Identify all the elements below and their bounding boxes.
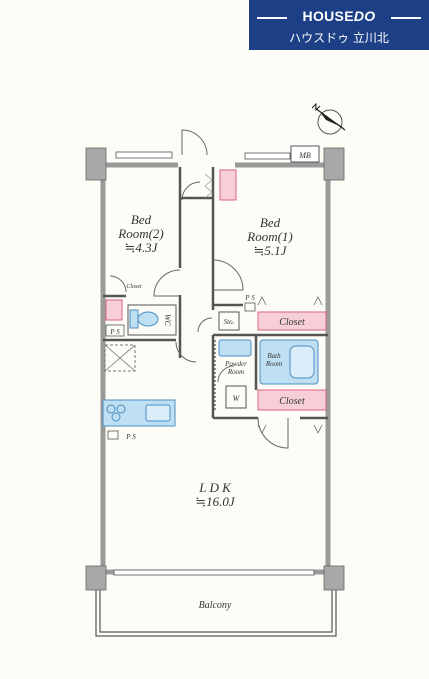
closet1-label: Closet (279, 317, 305, 328)
fridge-cross (104, 344, 136, 372)
ldk-size: ≒16.0J (195, 494, 236, 509)
ps-box-top (244, 302, 256, 312)
meter-box (290, 145, 320, 163)
closet2-label: Closet (279, 396, 305, 407)
brand-branch: ハウスドゥ 立川北 (289, 31, 389, 45)
closet-markers (257, 296, 323, 434)
washer-label: W (233, 394, 241, 403)
closet-small-label: Closet (126, 284, 142, 290)
washbasin-icon (218, 339, 252, 357)
bedroom2-label-1: Bed (131, 212, 152, 227)
wc-label: WC (163, 314, 172, 327)
doors (109, 129, 289, 449)
wc-room (127, 304, 177, 336)
toilet-icon (129, 309, 159, 329)
storage-box (218, 311, 240, 331)
powder-label-2: Room (227, 368, 244, 376)
stove-icon (106, 404, 126, 422)
balcony-outline (95, 590, 337, 637)
ps-left-label: P S (109, 328, 120, 336)
fridge-space (104, 344, 136, 372)
meter-box-label: MB (298, 151, 311, 160)
bedroom1-size: ≒5.1J (254, 243, 288, 258)
closet-bedroom1 (257, 311, 327, 331)
washer-space (225, 385, 247, 409)
north-arrow-icon (311, 102, 346, 135)
bedroom1-label-1: Bed (260, 215, 281, 230)
logo-line-right (391, 17, 421, 19)
bath-label-2: Room (265, 360, 282, 368)
entry-markers (204, 173, 213, 199)
interior-walls (103, 167, 328, 420)
brand-logo: HOUSEDO ハウスドゥ 立川北 (249, 0, 429, 50)
columns (85, 147, 345, 591)
bath-label-1: Bath (267, 352, 281, 360)
ldk-label: L D K (198, 480, 232, 495)
storage-label: Sto. (224, 318, 235, 326)
bedroom2-label-2: Room(2) (117, 226, 164, 241)
bedroom2-size: ≒4.3J (125, 240, 159, 255)
sink-icon (145, 404, 171, 422)
ps-kitchen-label: P S (125, 433, 136, 441)
closet-bath (257, 389, 327, 411)
bedroom1-label-2: Room(1) (246, 229, 293, 244)
closet-bedroom2 (105, 299, 123, 321)
powder-label-1: Powder (224, 360, 247, 368)
shoe-closet (219, 169, 237, 201)
windows (113, 151, 315, 576)
ps-box-kitchen (107, 430, 119, 440)
bathtub-icon (259, 339, 319, 385)
brand-name: HOUSEDO (302, 8, 376, 24)
ps-box-left (105, 324, 125, 337)
logo-line-left (257, 17, 287, 19)
balcony-label: Balcony (199, 600, 232, 611)
ps-top-label: P S (244, 294, 255, 302)
